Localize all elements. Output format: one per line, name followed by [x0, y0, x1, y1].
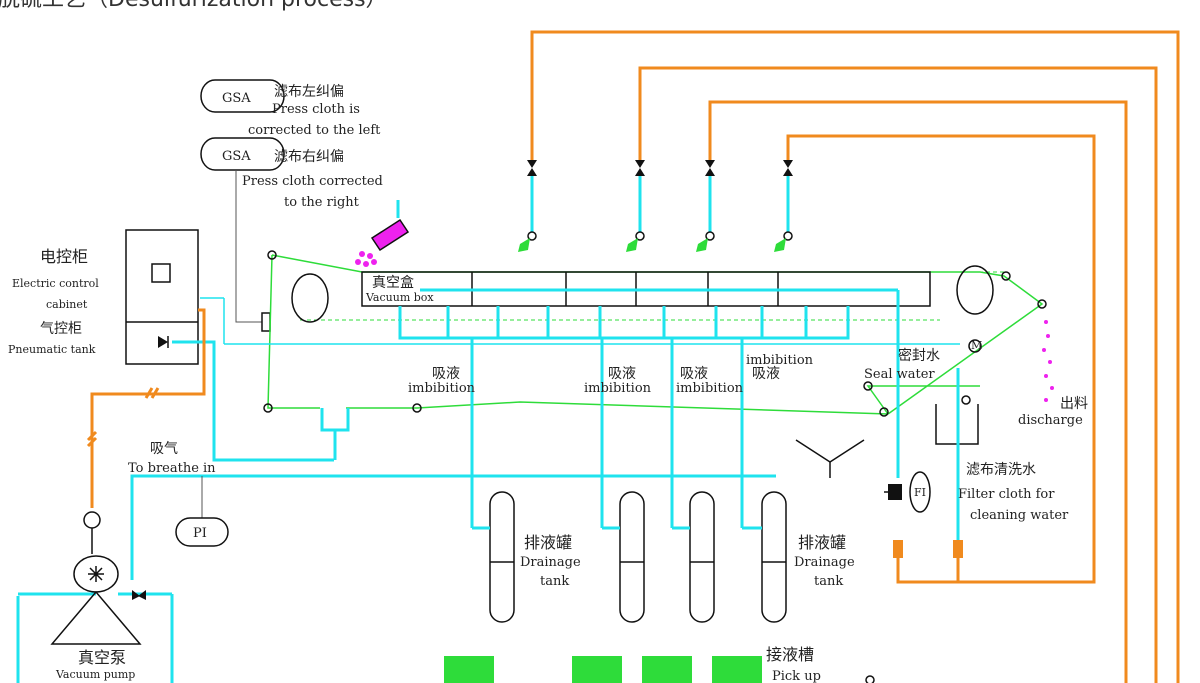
gsa-left-indicator: GSA — [200, 79, 285, 113]
gsa-tag-right: GSA — [222, 149, 251, 164]
pressure-indicator — [175, 476, 229, 547]
drainage-tanks — [472, 491, 787, 623]
motor-icon — [968, 339, 982, 353]
pickup-cn: 接液槽 — [766, 645, 814, 664]
imbibition-4-cn: 吸液 — [752, 366, 780, 382]
wash-valves — [893, 540, 963, 558]
filter-cloth-belt — [267, 254, 1044, 415]
imbibition-1-cn: 吸液 — [432, 366, 460, 382]
drainage-tank-3 — [672, 491, 715, 623]
funnel-symbol — [795, 439, 865, 478]
imbibition-2-en: imbibition — [584, 381, 652, 396]
motor-tag: M — [971, 339, 982, 352]
valve-icon — [158, 336, 168, 348]
drainage-left-en-1: Drainage — [520, 555, 581, 570]
drainage-tank-4 — [742, 491, 787, 623]
slurry-feed-chute — [355, 200, 410, 267]
drainage-left-en-2: tank — [540, 574, 569, 589]
gsa-left-en-1: Press cloth is — [272, 102, 360, 117]
seal-water-cn: 密封水 — [898, 347, 940, 364]
rollers — [263, 250, 1047, 417]
seal-water-en: Seal water — [864, 367, 935, 382]
cloth-sensor — [261, 312, 271, 332]
wash-trough — [320, 368, 979, 540]
pickup-trays — [444, 656, 762, 683]
flow-indicator — [884, 471, 931, 513]
drainage-right-en-1: Drainage — [794, 555, 855, 570]
gsa-left-en-2: corrected to the left — [248, 123, 381, 138]
gsa-right-indicator: GSA — [200, 137, 285, 171]
discharge-cn: 出料 — [1060, 396, 1088, 412]
small-roller — [865, 675, 875, 683]
spray-water-lines — [530, 30, 1180, 683]
line-breaks — [86, 387, 160, 448]
vacuum-manifold — [398, 290, 900, 528]
imbibition-1-en: imbibition — [408, 381, 476, 396]
pneumatic-en: Pneumatic tank — [8, 343, 96, 356]
breathe-cn: 吸气 — [150, 441, 178, 457]
cabinet-cn: 电控柜 — [40, 247, 88, 266]
vacuum-box-cn: 真空盒 — [372, 274, 414, 291]
discharge-drops — [1042, 320, 1054, 402]
gsa-tag-left: GSA — [222, 91, 251, 106]
drainage-tank-1 — [472, 491, 515, 623]
pi-tag: PI — [193, 526, 207, 541]
drainage-right-en-2: tank — [814, 574, 843, 589]
vacuum-lines — [16, 297, 960, 683]
spray-valves — [527, 160, 793, 176]
filter-wash-cn: 滤布清洗水 — [966, 462, 1036, 478]
imbibition-3-cn: 吸液 — [680, 366, 708, 382]
diagram-title: 脱硫工艺（Desulfurization process） — [0, 0, 388, 12]
drainage-left-cn: 排液罐 — [524, 533, 572, 552]
gsa-left-cn: 滤布左纠偏 — [274, 84, 344, 100]
gsa-right-en-1: Press cloth corrected — [242, 174, 383, 189]
filter-wash-en-2: cleaning water — [970, 508, 1069, 523]
pump-motor-icon — [83, 511, 101, 529]
vacuum-box — [361, 271, 931, 307]
vacuum-pump-cn: 真空泵 — [78, 648, 126, 667]
pneumatic-cn: 气控柜 — [40, 321, 82, 337]
cabinet-panel-icon — [151, 263, 171, 283]
imbibition-3-en: imbibition — [676, 381, 744, 396]
cabinet-en-2: cabinet — [46, 298, 88, 311]
vacuum-box-en: Vacuum box — [365, 291, 434, 304]
discharge-en: discharge — [1018, 413, 1083, 428]
gsa-right-en-2: to the right — [284, 195, 360, 210]
breathe-en: To breathe in — [128, 461, 216, 476]
drainage-tank-2 — [602, 491, 645, 623]
drainage-right-cn: 排液罐 — [798, 533, 846, 552]
imbibition-2-cn: 吸液 — [608, 366, 636, 382]
spray-risers — [518, 176, 793, 252]
cabinet-en-1: Electric control — [12, 277, 99, 290]
filter-wash-en-1: Filter cloth for — [958, 487, 1055, 502]
fi-tag: FI — [914, 486, 926, 499]
gsa-right-cn: 滤布右纠偏 — [274, 149, 344, 165]
pickup-en: Pick up — [772, 669, 821, 683]
vacuum-pump — [50, 511, 146, 645]
imbibition-4-en: imbibition — [746, 353, 814, 368]
vacuum-pump-en: Vacuum pump — [55, 668, 135, 681]
electric-control-cabinet — [125, 229, 199, 365]
